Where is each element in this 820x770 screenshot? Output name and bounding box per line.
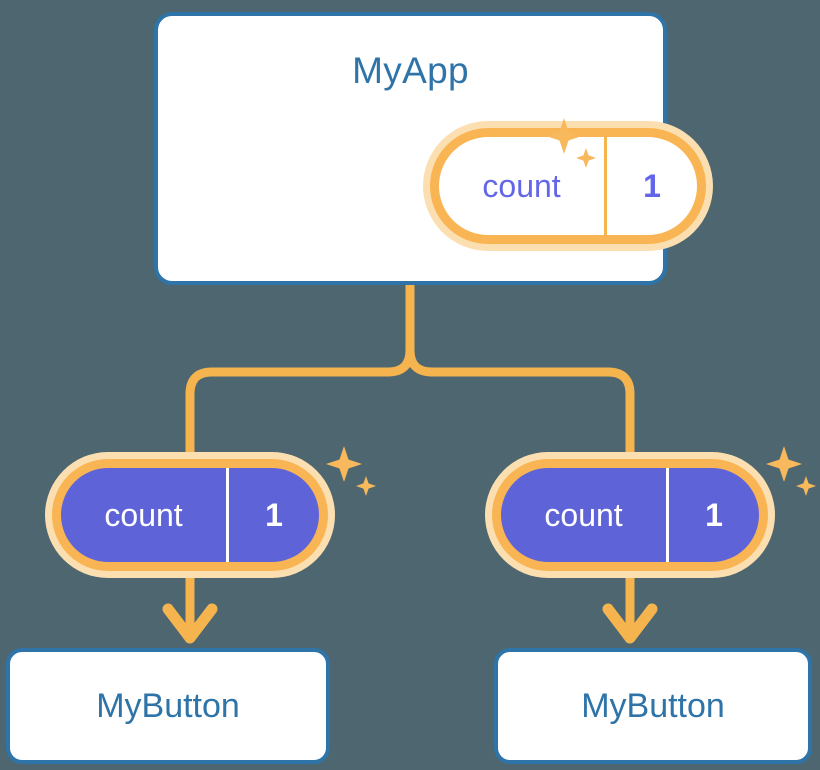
connector-branch-right xyxy=(405,345,635,457)
component-title-myapp: MyApp xyxy=(352,50,469,91)
state-pill-root[interactable]: count 1 xyxy=(423,121,713,251)
component-card-myapp[interactable]: MyApp count 1 xyxy=(154,12,713,285)
state-pill-body: count 1 xyxy=(501,468,759,562)
state-pill-body: count 1 xyxy=(439,137,697,235)
arrow-head-left xyxy=(162,603,218,644)
connector-branch-left xyxy=(185,345,415,457)
arrow-head-right xyxy=(602,603,658,644)
component-card-mybutton-right[interactable]: MyButton xyxy=(494,648,812,764)
state-key-label: count xyxy=(482,167,561,204)
state-pill-body: count 1 xyxy=(61,468,319,562)
state-pill-branch-left[interactable]: count 1 xyxy=(45,452,335,578)
state-key-label: count xyxy=(544,496,623,533)
state-key-label: count xyxy=(104,496,183,533)
state-pill-branch-right[interactable]: count 1 xyxy=(485,452,775,578)
state-value-label: 1 xyxy=(604,137,697,235)
component-title-mybutton: MyButton xyxy=(581,686,725,725)
component-title-mybutton: MyButton xyxy=(96,686,240,725)
component-card-mybutton-left[interactable]: MyButton xyxy=(6,648,330,764)
state-value-label: 1 xyxy=(666,468,759,562)
state-value-label: 1 xyxy=(226,468,319,562)
